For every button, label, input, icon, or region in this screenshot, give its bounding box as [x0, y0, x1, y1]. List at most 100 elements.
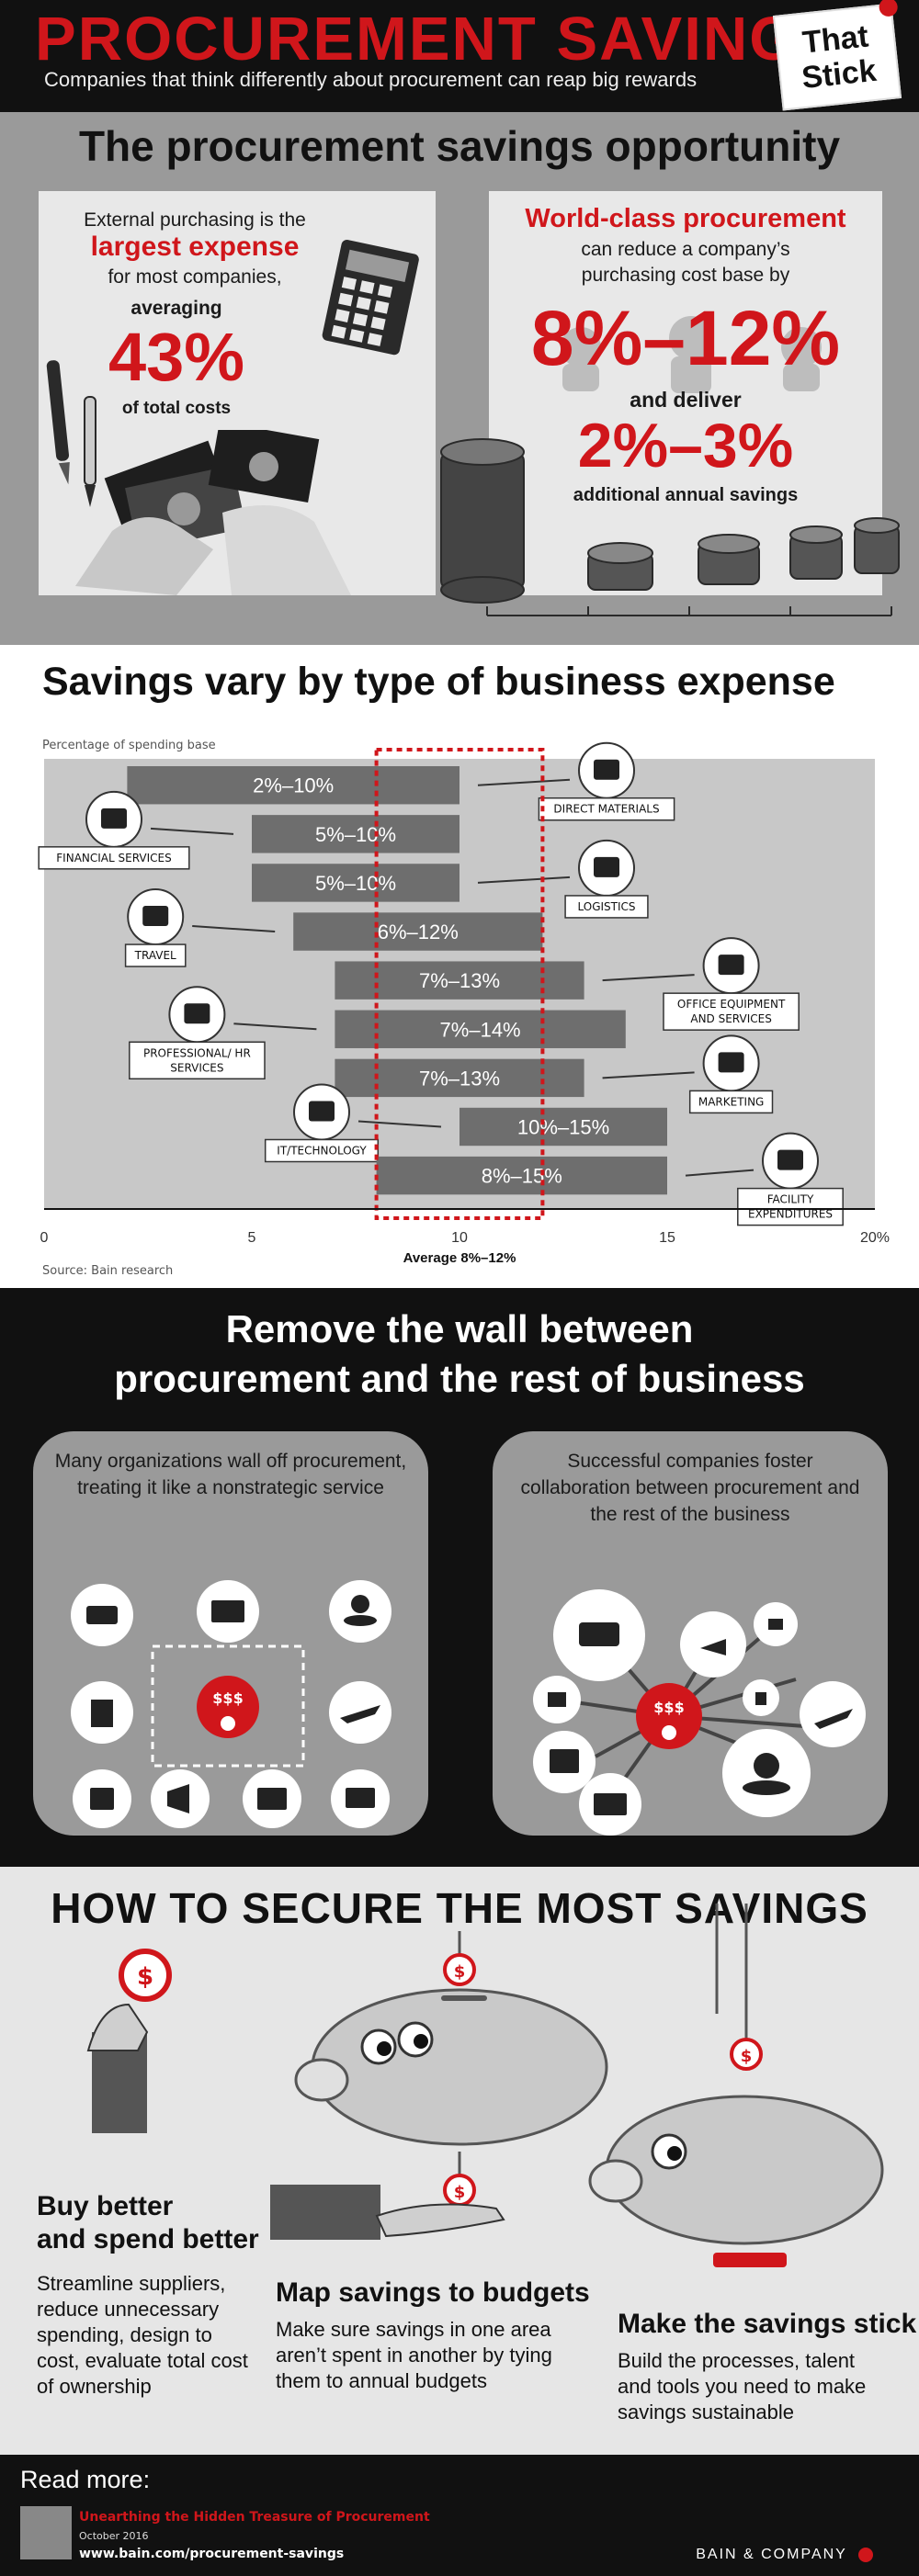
brand-logo: BAIN & COMPANY — [696, 2547, 873, 2563]
people-illustration — [561, 316, 822, 393]
category-box-2 — [564, 895, 649, 919]
purchasing-line-4: averaging — [130, 298, 222, 319]
world-class-line-1: World-class procurement — [525, 204, 846, 233]
category-box-1 — [38, 846, 190, 870]
svg-text:$: $ — [137, 1963, 153, 1991]
step3-body: Build the processes, talent and tools yo… — [618, 2349, 867, 2423]
header: PROCUREMENT SAVINGS Companies that think… — [0, 0, 919, 112]
category-glyph-6 — [718, 1052, 744, 1073]
chart-source: Source: Bain research — [42, 1264, 174, 1278]
world-class-line-4: and deliver — [630, 388, 742, 412]
bar-label-3: 6%–12% — [378, 921, 459, 943]
step1-body: Streamline suppliers, reduce unnecessary… — [37, 2272, 248, 2398]
savings-range-chart: 2%–10% DIRECT MATERIALS 5%–10% FINANCIAL SE… — [38, 741, 890, 1266]
x-tick-4: 20% — [860, 1230, 890, 1246]
footer: Read more: Unearthing the Hidden Treasur… — [0, 2455, 919, 2576]
walled-off-panel: Many organizations wall off procurement,… — [33, 1431, 428, 1836]
category-glyph-1 — [101, 808, 127, 829]
bar-8 — [376, 1156, 667, 1195]
category-label-5: PROFESSIONAL/ HR — [143, 1046, 251, 1059]
x-tick-0: 0 — [40, 1230, 49, 1246]
world-class-line-2: can reduce a company’s — [581, 239, 790, 260]
average-label: Average 8%–12% — [403, 1250, 516, 1266]
wall-title-line-2: procurement and the rest of business — [114, 1357, 805, 1400]
callout-line-8 — [685, 1169, 754, 1177]
pen-icon — [46, 360, 96, 507]
bar-label-0: 2%–10% — [253, 774, 334, 797]
bar-label-4: 7%–13% — [419, 969, 500, 992]
category-box-5 — [129, 1041, 266, 1080]
piggy-bank-illustrations: $ $ $ $ — [86, 1904, 884, 2267]
coin-stacks-illustration — [440, 438, 900, 616]
collaboration-text: Successful companies foster collaboratio… — [520, 1451, 860, 1525]
category-label-4: OFFICE EQUIPMENT — [677, 998, 786, 1011]
page-subtitle: Companies that think differently about p… — [44, 68, 698, 91]
callout-line-5 — [233, 1022, 317, 1031]
money-hands-illustration — [75, 430, 351, 595]
walled-off-text: Many organizations wall off procurement,… — [54, 1451, 407, 1498]
bar-label-2: 5%–10% — [315, 872, 396, 895]
bar-5 — [335, 1010, 626, 1048]
report-thumbnail[interactable] — [20, 2506, 72, 2559]
callout-line-1 — [150, 827, 234, 835]
wall-section: Remove the wall between procurement and … — [0, 1288, 919, 1867]
category-box-0 — [538, 797, 675, 821]
category-glyph-4 — [718, 955, 744, 976]
page-title: PROCUREMENT SAVINGS — [35, 5, 843, 73]
bar-label-1: 5%–10% — [315, 823, 396, 846]
category-label-0: DIRECT MATERIALS — [553, 803, 659, 816]
report-link[interactable]: Unearthing the Hidden Treasure of Procur… — [79, 2510, 430, 2525]
category-glyph-2 — [594, 856, 619, 877]
category-label-3: TRAVEL — [134, 949, 176, 962]
secure-savings-section: HOW TO SECURE THE MOST SAVINGS $ $ $ $ — [0, 1867, 919, 2455]
step2-body: Make sure savings in one area aren’t spe… — [276, 2318, 552, 2392]
that-stick-sticker: That Stick — [772, 0, 902, 111]
calculator-icon — [322, 240, 419, 356]
report-url-link[interactable]: www.bain.com/procurement-savings — [79, 2547, 345, 2561]
bar-label-8: 8%–15% — [482, 1165, 562, 1188]
category-label-4-b: AND SERVICES — [690, 1012, 771, 1025]
step1-title: Buy better and spend better — [37, 2190, 259, 2256]
collaboration-panel: Successful companies foster collaboratio… — [493, 1431, 888, 1836]
secure-title: HOW TO SECURE THE MOST SAVINGS — [51, 1884, 868, 1932]
x-tick-3: 15 — [659, 1230, 675, 1246]
category-label-2: LOGISTICS — [577, 900, 635, 913]
wall-title-line-1: Remove the wall between — [225, 1307, 694, 1350]
category-label-1: FINANCIAL SERVICES — [56, 852, 171, 864]
category-glyph-8 — [777, 1149, 803, 1170]
category-box-4 — [663, 992, 800, 1031]
category-label-5-b: SERVICES — [170, 1061, 223, 1074]
category-glyph-3 — [142, 906, 169, 927]
purchasing-line-2: largest expense — [90, 232, 300, 262]
coin-icon — [119, 1949, 172, 2002]
bar-3 — [293, 912, 543, 951]
callout-line-2 — [477, 876, 571, 884]
bar-2 — [252, 864, 460, 902]
bar-label-5: 7%–14% — [440, 1018, 521, 1041]
category-glyph-5 — [184, 1003, 210, 1024]
callout-line-3 — [192, 925, 276, 933]
opportunity-title: The procurement savings opportunity — [78, 122, 841, 170]
pushpin-icon — [878, 0, 899, 17]
bar-7 — [460, 1107, 667, 1147]
collaboration-diagram: $$$ — [533, 1589, 866, 1836]
read-more-label: Read more: — [20, 2466, 151, 2493]
savings-chart-section: Savings vary by type of business expense… — [0, 645, 919, 1288]
bar-label-7: 10%–15% — [517, 1115, 609, 1138]
step2-title: Map savings to budgets — [276, 2277, 590, 2308]
bar-0 — [127, 766, 460, 805]
category-box-3 — [124, 943, 187, 967]
x-tick-1: 5 — [248, 1230, 256, 1246]
svg-text:$$$: $$$ — [212, 1689, 243, 1707]
category-glyph-7 — [309, 1101, 335, 1122]
report-date: October 2016 — [79, 2530, 149, 2542]
purchasing-value: 43% — [108, 319, 245, 395]
callout-line-6 — [602, 1071, 695, 1079]
callout-line-0 — [477, 778, 571, 786]
world-class-line-3: purchasing cost base by — [581, 265, 790, 286]
category-box-7 — [264, 1138, 380, 1163]
step1-title-line-2: and spend better — [37, 2224, 259, 2254]
bar-1 — [252, 815, 460, 853]
bar-label-6: 7%–13% — [419, 1067, 500, 1090]
svg-text:$: $ — [741, 2047, 753, 2066]
